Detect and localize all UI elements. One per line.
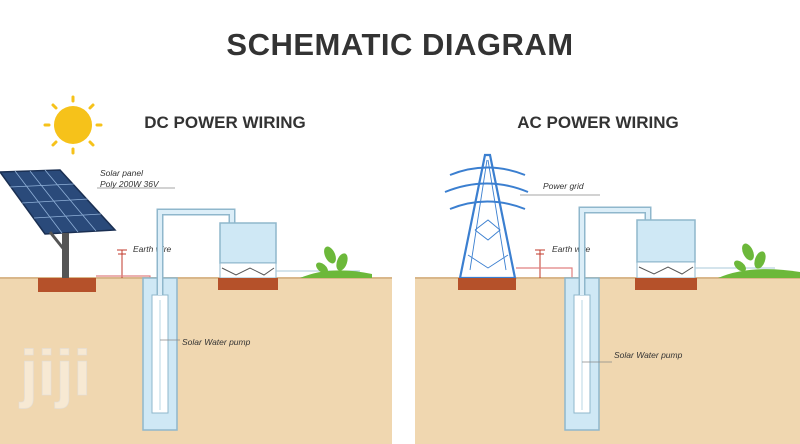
- dc-riser-pipe-inner: [158, 210, 234, 295]
- ac-riser-pipe-inner: [580, 208, 650, 295]
- dc-plant-icon: [300, 246, 372, 278]
- solar-panel-icon: [0, 169, 117, 292]
- dc-borehole: [142, 277, 178, 431]
- dc-heading: DC POWER WIRING: [144, 113, 306, 132]
- ac-earth-wire-label: Earth wire: [552, 244, 591, 254]
- dc-panel: DC POWER WIRING: [0, 95, 392, 444]
- solar-panel-label: Solar panel: [100, 168, 144, 178]
- ac-heading: AC POWER WIRING: [517, 113, 679, 132]
- main-title: SCHEMATIC DIAGRAM: [226, 27, 573, 62]
- ac-panel: AC POWER WIRING Power grid Earth wire: [415, 113, 800, 444]
- dc-water-tank: [218, 222, 278, 290]
- solar-panel-spec: Poly 200W 36V: [100, 179, 160, 189]
- ac-borehole: [564, 277, 600, 431]
- dc-pump-label: Solar Water pump: [182, 337, 251, 347]
- watermark-logo: jiji: [19, 337, 91, 409]
- ac-plant-icon: [718, 243, 800, 278]
- ac-ground: [415, 278, 800, 444]
- ac-pump-label: Solar Water pump: [614, 350, 683, 360]
- dc-earth-wire-label: Earth wire: [133, 244, 172, 254]
- power-grid-label: Power grid: [543, 181, 584, 191]
- ac-water-tank: [635, 219, 697, 290]
- sun-icon: [43, 95, 103, 155]
- power-tower-icon: [444, 153, 529, 290]
- dc-ground: [0, 278, 392, 444]
